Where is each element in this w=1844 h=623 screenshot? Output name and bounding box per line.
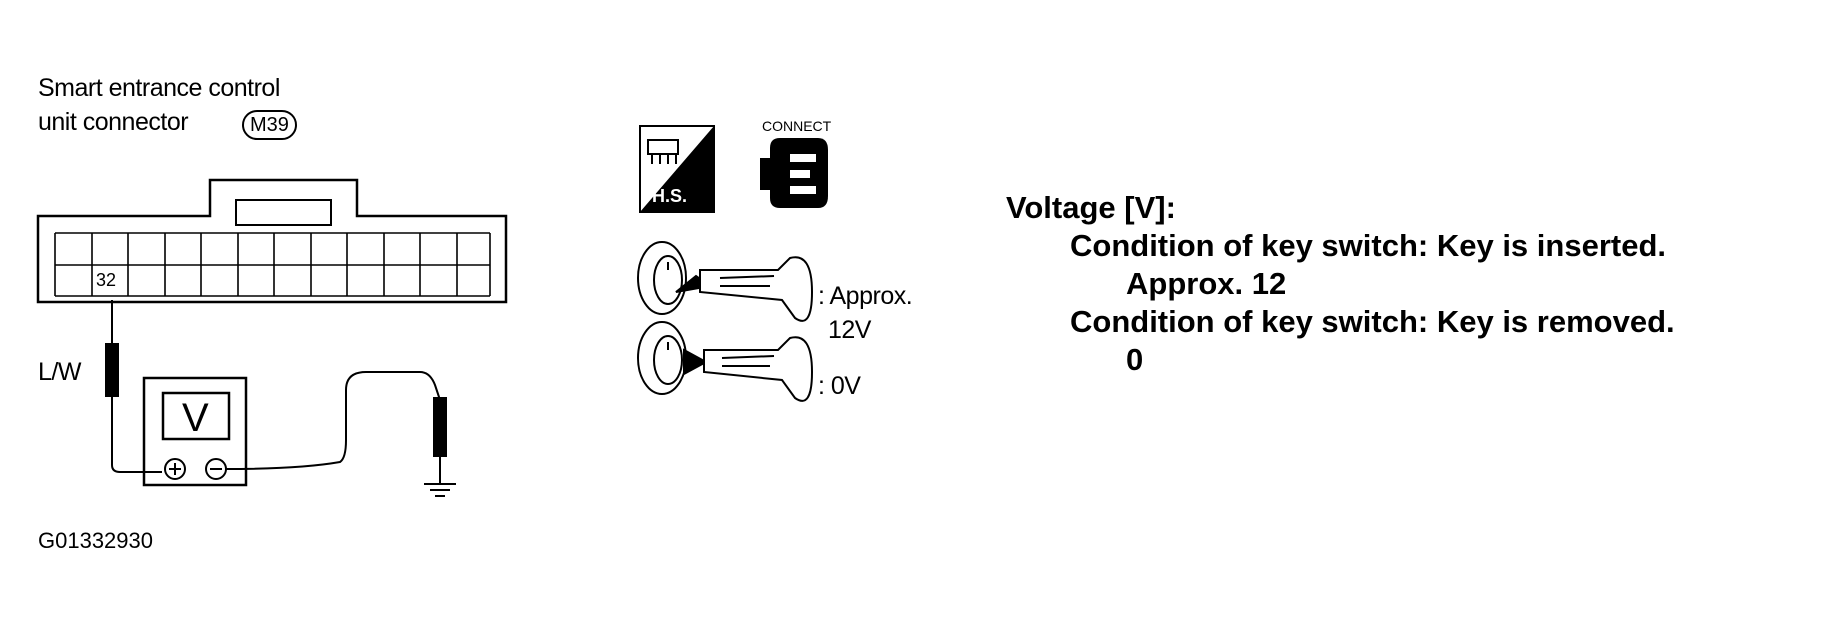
key-removed-text: : 0V [818, 372, 861, 400]
voltmeter-body [142, 376, 248, 487]
voltmeter-plus-terminal [164, 458, 186, 480]
condition-removed: Condition of key switch: Key is removed. [1070, 304, 1675, 339]
positive-probe-body [105, 343, 119, 397]
connector-lock-tab [235, 199, 332, 226]
connector-title-line2: unit connector [38, 108, 189, 136]
wire-color-label: L/W [38, 358, 81, 386]
figure-code: G01332930 [38, 528, 153, 553]
key-inserted-icon [637, 241, 814, 322]
key-removed-icon [637, 321, 814, 402]
negative-probe-body [433, 397, 447, 457]
key-inserted-text-line2: 12V [828, 316, 871, 344]
condition-inserted: Condition of key switch: Key is inserted… [1070, 228, 1666, 263]
connector-body [36, 178, 508, 304]
harness-side-icon [639, 125, 715, 213]
voltmeter-label: V [182, 396, 209, 440]
key-inserted-text-line1: : Approx. [818, 282, 913, 310]
value-removed: 0 [1126, 342, 1144, 377]
positive-lead-wire [111, 396, 162, 473]
connector-id-badge: M39 [242, 110, 297, 140]
connector-cavity-grid [54, 232, 491, 297]
connector-icon [760, 138, 828, 208]
negative-lead-wire [225, 371, 441, 470]
connect-label: CONNECT [762, 118, 832, 134]
value-inserted: Approx. 12 [1126, 266, 1287, 301]
connector-title-line1: Smart entrance control [38, 74, 280, 102]
voltage-heading: Voltage [V]: [1006, 190, 1176, 225]
terminal-number: 32 [96, 270, 117, 290]
voltmeter-display [161, 391, 231, 441]
hs-label: H.S. [652, 186, 688, 206]
